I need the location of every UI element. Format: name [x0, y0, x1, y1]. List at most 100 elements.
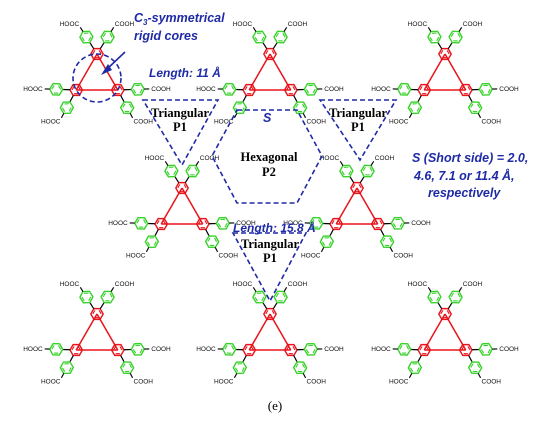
triangular-pore-1-title: Triangular	[151, 106, 210, 120]
core-benzene-ring	[154, 217, 169, 231]
core-benzene-ring	[458, 83, 473, 97]
carboxyphenyl-ring	[292, 361, 308, 375]
carboxyl-label: COOH	[482, 118, 502, 125]
core-benzene-ring	[69, 343, 84, 357]
carboxyphenyl-ring	[133, 216, 149, 230]
core-benzene-ring	[242, 343, 257, 357]
core-title: C3-symmetrical	[134, 11, 225, 27]
core-benzene-ring	[195, 217, 210, 231]
carboxyphenyl-ring	[119, 361, 135, 375]
triangular-pore-1-outline	[141, 99, 220, 167]
core-benzene-ring	[283, 83, 298, 97]
carboxyphenyl-ring	[448, 290, 463, 304]
carboxyphenyl-ring	[79, 30, 94, 44]
carboxyl-label: COOH	[200, 155, 220, 162]
carboxyphenyl-ring	[130, 342, 146, 356]
triangular-pore-3-id: P1	[263, 251, 277, 265]
carboxyl-label: HOOC	[389, 378, 409, 385]
carboxyphenyl-ring	[308, 216, 324, 230]
carboxyl-label: HOOC	[233, 21, 253, 28]
short-side-line1: S (Short side) = 2.0,	[412, 151, 528, 165]
triangular-pore-2-id: P1	[351, 120, 365, 134]
hexagonal-pore-title: Hexagonal	[241, 150, 298, 164]
core-benzene-ring	[349, 181, 365, 195]
carboxyl-label: COOH	[463, 21, 483, 28]
s-label: S	[263, 111, 272, 125]
core-benzene-ring	[174, 181, 190, 195]
length-large-label: Length: 15.8 Å	[233, 221, 316, 235]
carboxyl-label: HOOC	[371, 86, 391, 93]
carboxyphenyl-ring	[273, 30, 288, 44]
carboxyl-label: COOH	[288, 281, 308, 288]
carboxyl-label: HOOC	[41, 378, 61, 385]
carboxyl-label: HOOC	[301, 252, 321, 259]
carboxyphenyl-ring	[232, 101, 248, 115]
carboxyl-label: COOH	[394, 252, 414, 259]
carboxyphenyl-ring	[221, 342, 237, 356]
carboxyphenyl-ring	[215, 216, 231, 230]
carboxyphenyl-ring	[130, 82, 146, 96]
carboxyphenyl-ring	[48, 82, 64, 96]
triangular-pore-3-title: Triangular	[241, 237, 300, 251]
carboxyl-label: HOOC	[214, 378, 234, 385]
figure-caption: (e)	[268, 398, 282, 413]
carboxyphenyl-ring	[119, 101, 135, 115]
carboxyphenyl-ring	[379, 235, 395, 249]
core-benzene-ring	[283, 343, 298, 357]
core-benzene-ring	[437, 307, 453, 321]
core-benzene-ring	[417, 83, 432, 97]
carboxyl-label: HOOC	[371, 346, 391, 353]
carboxyl-label: COOH	[411, 220, 431, 227]
short-side-line3: respectively	[428, 186, 501, 200]
carboxyl-label: HOOC	[389, 118, 409, 125]
carboxyphenyl-ring	[185, 164, 200, 178]
carboxyphenyl-ring	[303, 82, 319, 96]
carboxyphenyl-ring	[467, 361, 483, 375]
carboxyphenyl-ring	[100, 30, 115, 44]
hexagonal-pore-id: P2	[262, 165, 276, 179]
carboxyl-label: HOOC	[214, 118, 234, 125]
carboxyl-label: COOH	[463, 281, 483, 288]
carboxyl-label: HOOC	[196, 346, 216, 353]
carboxyphenyl-ring	[467, 101, 483, 115]
core-title-line2: rigid cores	[134, 29, 198, 43]
carboxyl-label: COOH	[115, 21, 135, 28]
core-benzene-ring	[110, 343, 125, 357]
core-benzene-ring	[89, 307, 105, 321]
carboxyl-label: HOOC	[23, 346, 43, 353]
carboxyl-label: COOH	[482, 378, 502, 385]
carboxyl-label: HOOC	[283, 220, 303, 227]
carboxyphenyl-ring	[100, 290, 115, 304]
carboxyphenyl-ring	[407, 101, 423, 115]
carboxyphenyl-ring	[478, 342, 494, 356]
carboxyphenyl-ring	[252, 290, 267, 304]
carboxyphenyl-ring	[221, 82, 237, 96]
core-benzene-ring	[437, 47, 453, 61]
carboxyl-label: COOH	[115, 281, 135, 288]
core-benzene-ring	[262, 47, 278, 61]
carboxyphenyl-ring	[319, 235, 335, 249]
carboxyl-label: HOOC	[60, 281, 80, 288]
length-small-label: Length: 11 Å	[149, 66, 221, 80]
carboxyl-label: HOOC	[108, 220, 128, 227]
carboxyphenyl-ring	[59, 101, 75, 115]
carboxyl-label: HOOC	[320, 155, 340, 162]
hexagonal-pore-outline	[211, 109, 323, 204]
carboxyl-label: HOOC	[41, 118, 61, 125]
carboxyphenyl-ring	[252, 30, 267, 44]
carboxyphenyl-ring	[360, 164, 375, 178]
carboxyphenyl-ring	[478, 82, 494, 96]
carboxyl-label: COOH	[288, 21, 308, 28]
carboxyl-label: COOH	[151, 346, 171, 353]
carboxyl-label: HOOC	[60, 21, 80, 28]
carboxyl-label: COOH	[307, 378, 327, 385]
carboxyl-label: COOH	[499, 86, 519, 93]
molecule-layer: HOOC COOH COOH COOH HOOC HOOC HOOC COOH COOH COOH…	[23, 21, 519, 385]
